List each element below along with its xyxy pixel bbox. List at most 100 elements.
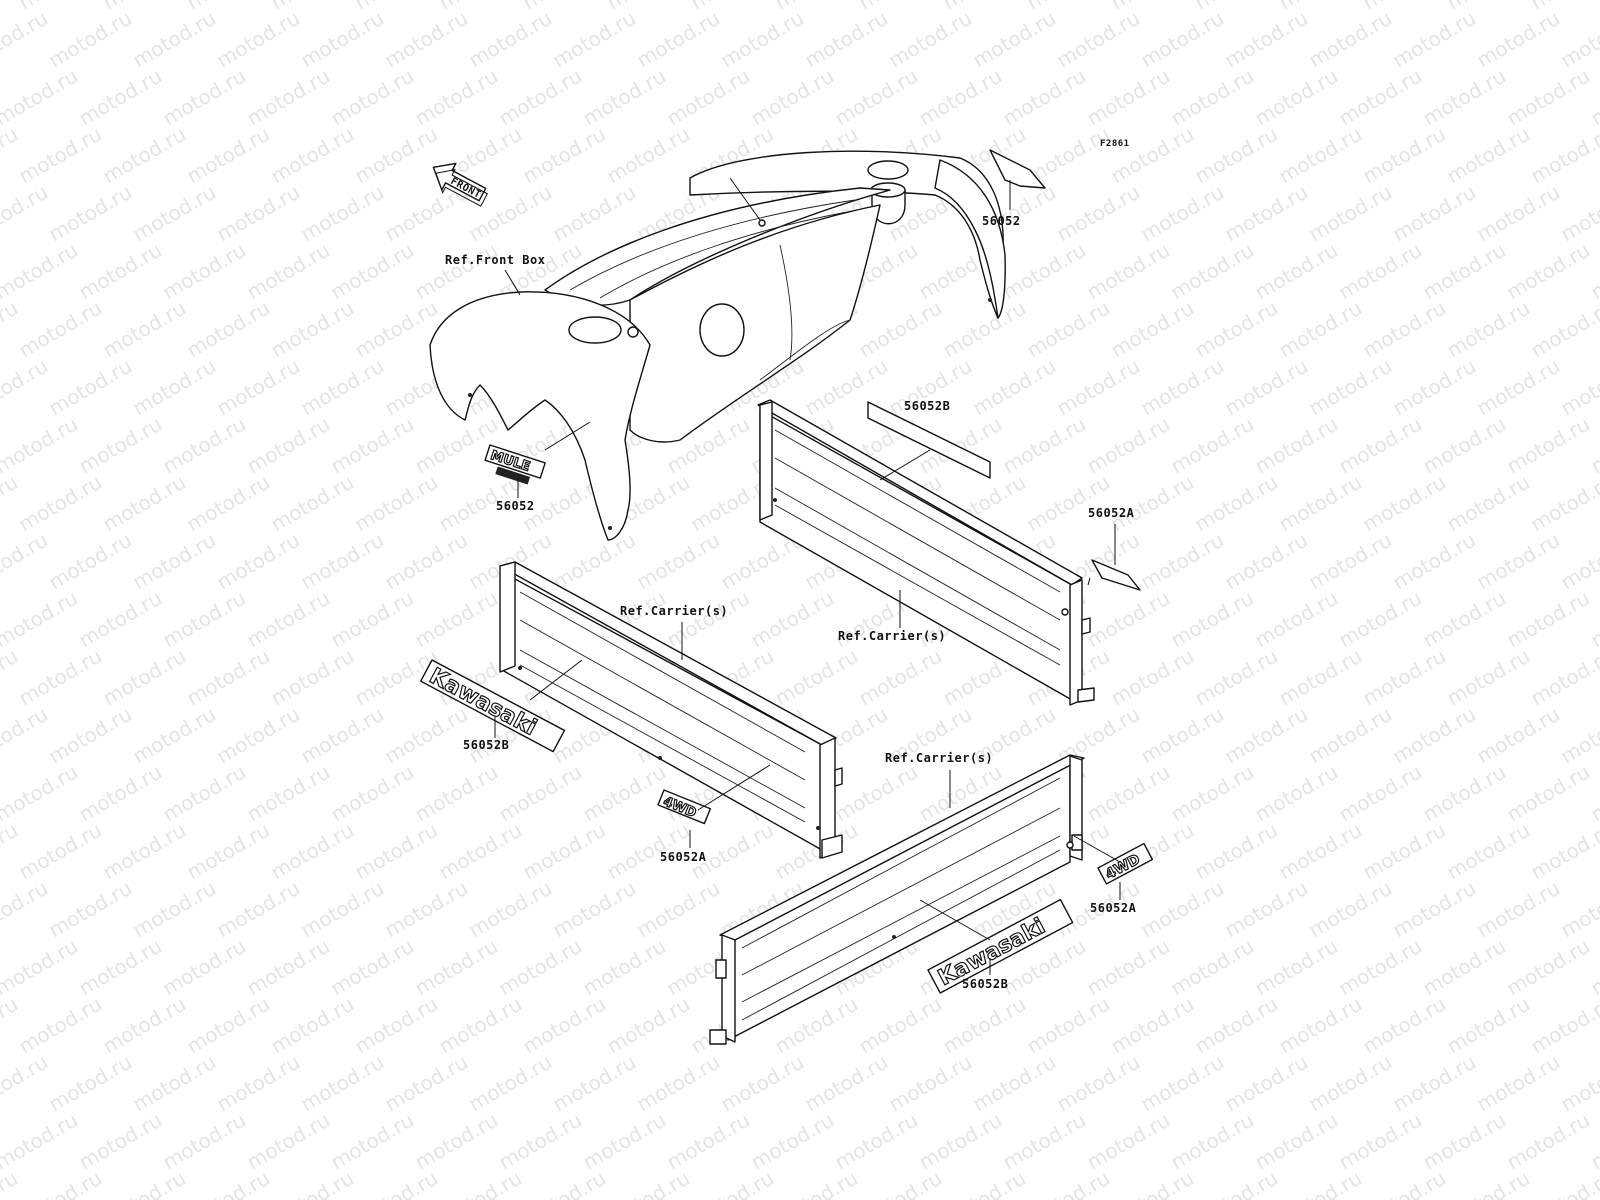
watermark-text: motod.ru xyxy=(183,818,274,885)
watermark-text: motod.ru xyxy=(1275,644,1366,711)
watermark-text: motod.ru xyxy=(1443,1166,1534,1200)
watermark-text: motod.ru xyxy=(213,876,304,943)
watermark-text: motod.ru xyxy=(1251,64,1342,131)
watermark-text: motod.ru xyxy=(939,1166,1030,1200)
label-decal-4wd-left: 56052A xyxy=(660,850,707,864)
watermark-text: motod.ru xyxy=(969,6,1060,73)
watermark-text: motod.ru xyxy=(411,64,502,131)
watermark-text: motod.ru xyxy=(633,6,724,73)
label-decal-kawasaki-left: 56052B xyxy=(463,738,509,752)
watermark-text: motod.ru xyxy=(267,644,358,711)
watermark-text: motod.ru xyxy=(1443,644,1534,711)
watermark-text: motod.ru xyxy=(411,238,502,305)
watermark-text: motod.ru xyxy=(297,354,388,421)
watermark-text: motod.ru xyxy=(885,1050,976,1117)
watermark-text: motod.ru xyxy=(1359,818,1450,885)
watermark-text: motod.ru xyxy=(1335,760,1426,827)
watermark-text: motod.ru xyxy=(381,702,472,769)
label-carrier-bottom: Ref.Carrier(s) xyxy=(885,751,993,765)
watermark-text: motod.ru xyxy=(663,586,754,653)
watermark-text: motod.ru xyxy=(1221,876,1312,943)
watermark-text: motod.ru xyxy=(999,412,1090,479)
watermark-text: motod.ru xyxy=(1389,702,1480,769)
watermark-text: motod.ru xyxy=(519,818,610,885)
watermark-text: motod.ru xyxy=(75,1108,166,1175)
watermark-text: motod.ru xyxy=(1335,412,1426,479)
watermark-text: motod.ru xyxy=(1473,876,1564,943)
watermark-text: motod.ru xyxy=(1503,934,1594,1001)
watermark-text: motod.ru xyxy=(831,64,922,131)
watermark-text: motod.ru xyxy=(1587,1108,1600,1175)
watermark-text: motod.ru xyxy=(747,586,838,653)
watermark-text: motod.ru xyxy=(1503,1108,1594,1175)
watermark-text: motod.ru xyxy=(969,354,1060,421)
watermark-text: motod.ru xyxy=(771,1166,862,1200)
watermark-text: motod.ru xyxy=(15,296,106,363)
watermark-text: motod.ru xyxy=(1587,760,1600,827)
watermark-text: motod.ru xyxy=(159,412,250,479)
watermark-text: motod.ru xyxy=(159,238,250,305)
label-decal-right-b: 56052B xyxy=(904,399,950,413)
watermark-text: motod.ru xyxy=(465,6,556,73)
watermark-text: motod.ru xyxy=(1473,702,1564,769)
watermark-text: motod.ru xyxy=(351,818,442,885)
watermark-text: motod.ru xyxy=(1473,354,1564,421)
watermark-text: motod.ru xyxy=(0,412,82,479)
watermark-text: motod.ru xyxy=(1359,1166,1450,1200)
watermark-text: motod.ru xyxy=(1527,992,1600,1059)
watermark-text: motod.ru xyxy=(0,644,22,711)
watermark-text: motod.ru xyxy=(549,528,640,595)
watermark-text: motod.ru xyxy=(1023,470,1114,537)
watermark-text: motod.ru xyxy=(183,470,274,537)
watermark-text: motod.ru xyxy=(1053,1050,1144,1117)
watermark-text: motod.ru xyxy=(915,1108,1006,1175)
watermark-text: motod.ru xyxy=(297,702,388,769)
watermark-text: motod.ru xyxy=(1191,470,1282,537)
watermark-text: motod.ru xyxy=(1107,1166,1198,1200)
watermark-text: motod.ru xyxy=(0,760,82,827)
carrier-left xyxy=(499,561,843,859)
watermark-text: motod.ru xyxy=(1305,702,1396,769)
watermark-text: motod.ru xyxy=(327,934,418,1001)
watermark-text: motod.ru xyxy=(1557,1050,1600,1117)
watermark-text: motod.ru xyxy=(663,1108,754,1175)
watermark-text: motod.ru xyxy=(1587,238,1600,305)
watermark-text: motod.ru xyxy=(213,702,304,769)
watermark-text: motod.ru xyxy=(1473,6,1564,73)
label-decal-right-a: 56052A xyxy=(1088,506,1135,520)
watermark-text: motod.ru xyxy=(747,64,838,131)
watermark-text: motod.ru xyxy=(1191,1166,1282,1200)
watermark-text: motod.ru xyxy=(1191,818,1282,885)
watermark-text: motod.ru xyxy=(1053,354,1144,421)
watermark-text: motod.ru xyxy=(0,1108,82,1175)
watermark-text: motod.ru xyxy=(411,1108,502,1175)
watermark-text: motod.ru xyxy=(1107,992,1198,1059)
watermark-text: motod.ru xyxy=(0,586,82,653)
watermark-text: motod.ru xyxy=(243,64,334,131)
watermark-text: motod.ru xyxy=(1389,354,1480,421)
watermark-text: motod.ru xyxy=(579,1108,670,1175)
watermark-text: motod.ru xyxy=(99,296,190,363)
watermark-text: motod.ru xyxy=(267,818,358,885)
watermark-text: motod.ru xyxy=(603,1166,694,1200)
watermark-text: motod.ru xyxy=(1359,470,1450,537)
watermark-text: motod.ru xyxy=(159,760,250,827)
watermark-text: motod.ru xyxy=(801,6,892,73)
watermark-text: motod.ru xyxy=(1251,586,1342,653)
watermark-text: motod.ru xyxy=(45,1050,136,1117)
watermark-text: motod.ru xyxy=(1305,876,1396,943)
watermark-text: motod.ru xyxy=(0,818,22,885)
watermark-text: motod.ru xyxy=(1137,702,1228,769)
watermark-text: motod.ru xyxy=(75,586,166,653)
watermark-text: motod.ru xyxy=(1083,1108,1174,1175)
watermark-text: motod.ru xyxy=(381,876,472,943)
watermark-text: motod.ru xyxy=(297,6,388,73)
watermark-text: motod.ru xyxy=(1389,180,1480,247)
watermark-text: motod.ru xyxy=(213,180,304,247)
watermark-text: motod.ru xyxy=(1419,934,1510,1001)
carrier-right xyxy=(757,399,1095,706)
carrier-bottom xyxy=(709,754,1085,1045)
watermark-text: motod.ru xyxy=(75,238,166,305)
watermark-text: motod.ru xyxy=(999,64,1090,131)
watermark-text: motod.ru xyxy=(1053,6,1144,73)
